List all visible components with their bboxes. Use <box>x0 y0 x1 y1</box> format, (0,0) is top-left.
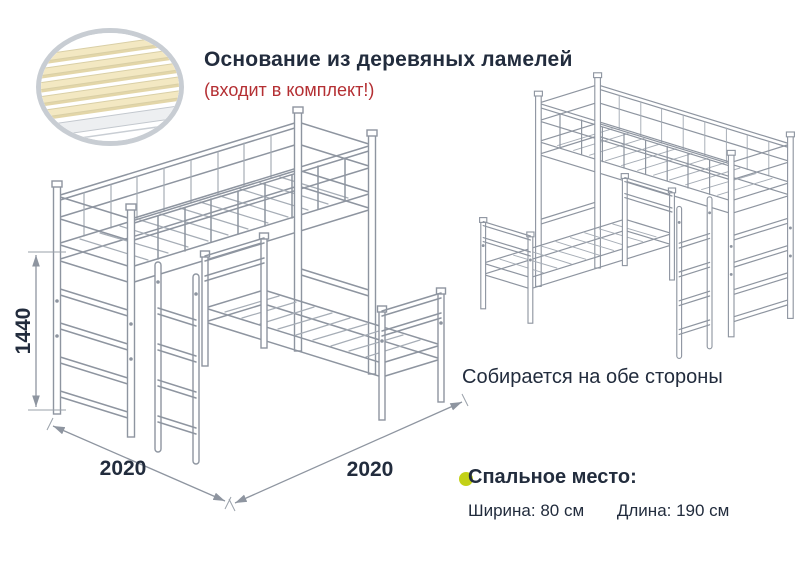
sleeping-area-specs: Ширина: 80 см Длина: 190 см <box>468 501 729 521</box>
bed-isometric-right <box>479 72 796 359</box>
sleeping-length: Длина: 190 см <box>616 501 730 520</box>
dimension-width-right-label: 2020 <box>346 458 394 481</box>
bed-isometric-left <box>51 106 447 465</box>
sleeping-width: Ширина: 80 см <box>468 501 585 520</box>
sleeping-area-title: Спальное место: <box>468 466 637 488</box>
headline-note: (входит в комплект!) <box>204 80 375 100</box>
highlight-dot-icon <box>459 472 473 486</box>
headline: Основание из деревяных ламелей <box>204 48 573 71</box>
dimension-height-label: 1440 <box>12 307 35 355</box>
slats-inset <box>36 28 184 146</box>
dimension-lines <box>28 251 469 512</box>
both-sides-caption: Собирается на обе стороны <box>462 366 723 388</box>
wooden-slats-illustration <box>41 33 179 141</box>
dimension-width-left-label: 2020 <box>99 457 147 480</box>
